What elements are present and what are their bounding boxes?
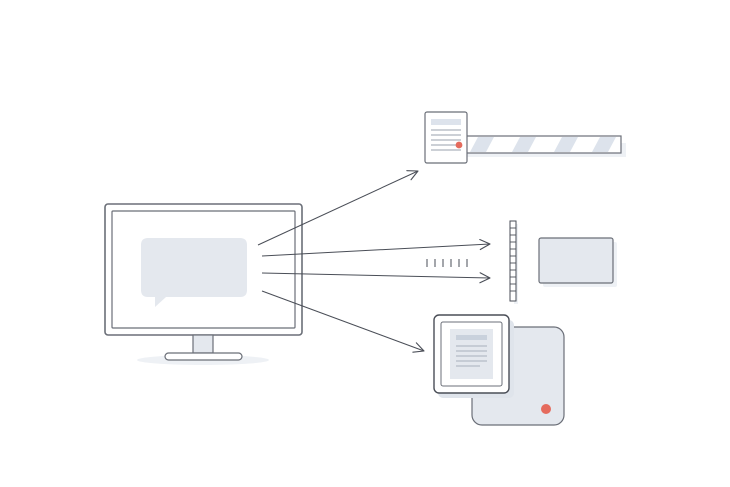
tablet-icon [433, 314, 514, 398]
arrow-to-wall-upper [261, 238, 491, 257]
arrows [257, 170, 491, 353]
barrier-stripe [592, 137, 616, 152]
wall-post [509, 220, 517, 302]
monitor-foot [164, 352, 243, 361]
barrier-stripe [470, 137, 494, 152]
tablet-content-header [456, 335, 487, 340]
monitor-neck [192, 334, 214, 354]
barrier-stripe [512, 137, 536, 152]
blocked-box [538, 237, 614, 284]
wall-barrier-icon [509, 220, 518, 304]
barrier-gate-icon [453, 135, 626, 157]
arrow-to-document [257, 170, 419, 246]
document-icon [424, 111, 468, 164]
arrow-to-tablet [261, 290, 425, 353]
blocked-box-icon [538, 237, 617, 287]
monitor-icon [104, 203, 303, 365]
dashed-signal [426, 259, 468, 267]
device-status-dot [541, 404, 551, 414]
arrow-to-wall-lower [261, 272, 491, 284]
document-pin-dot [455, 141, 463, 149]
document-header-line [431, 119, 461, 125]
chat-bubble-icon [141, 238, 247, 307]
barrier-stripe [554, 137, 578, 152]
